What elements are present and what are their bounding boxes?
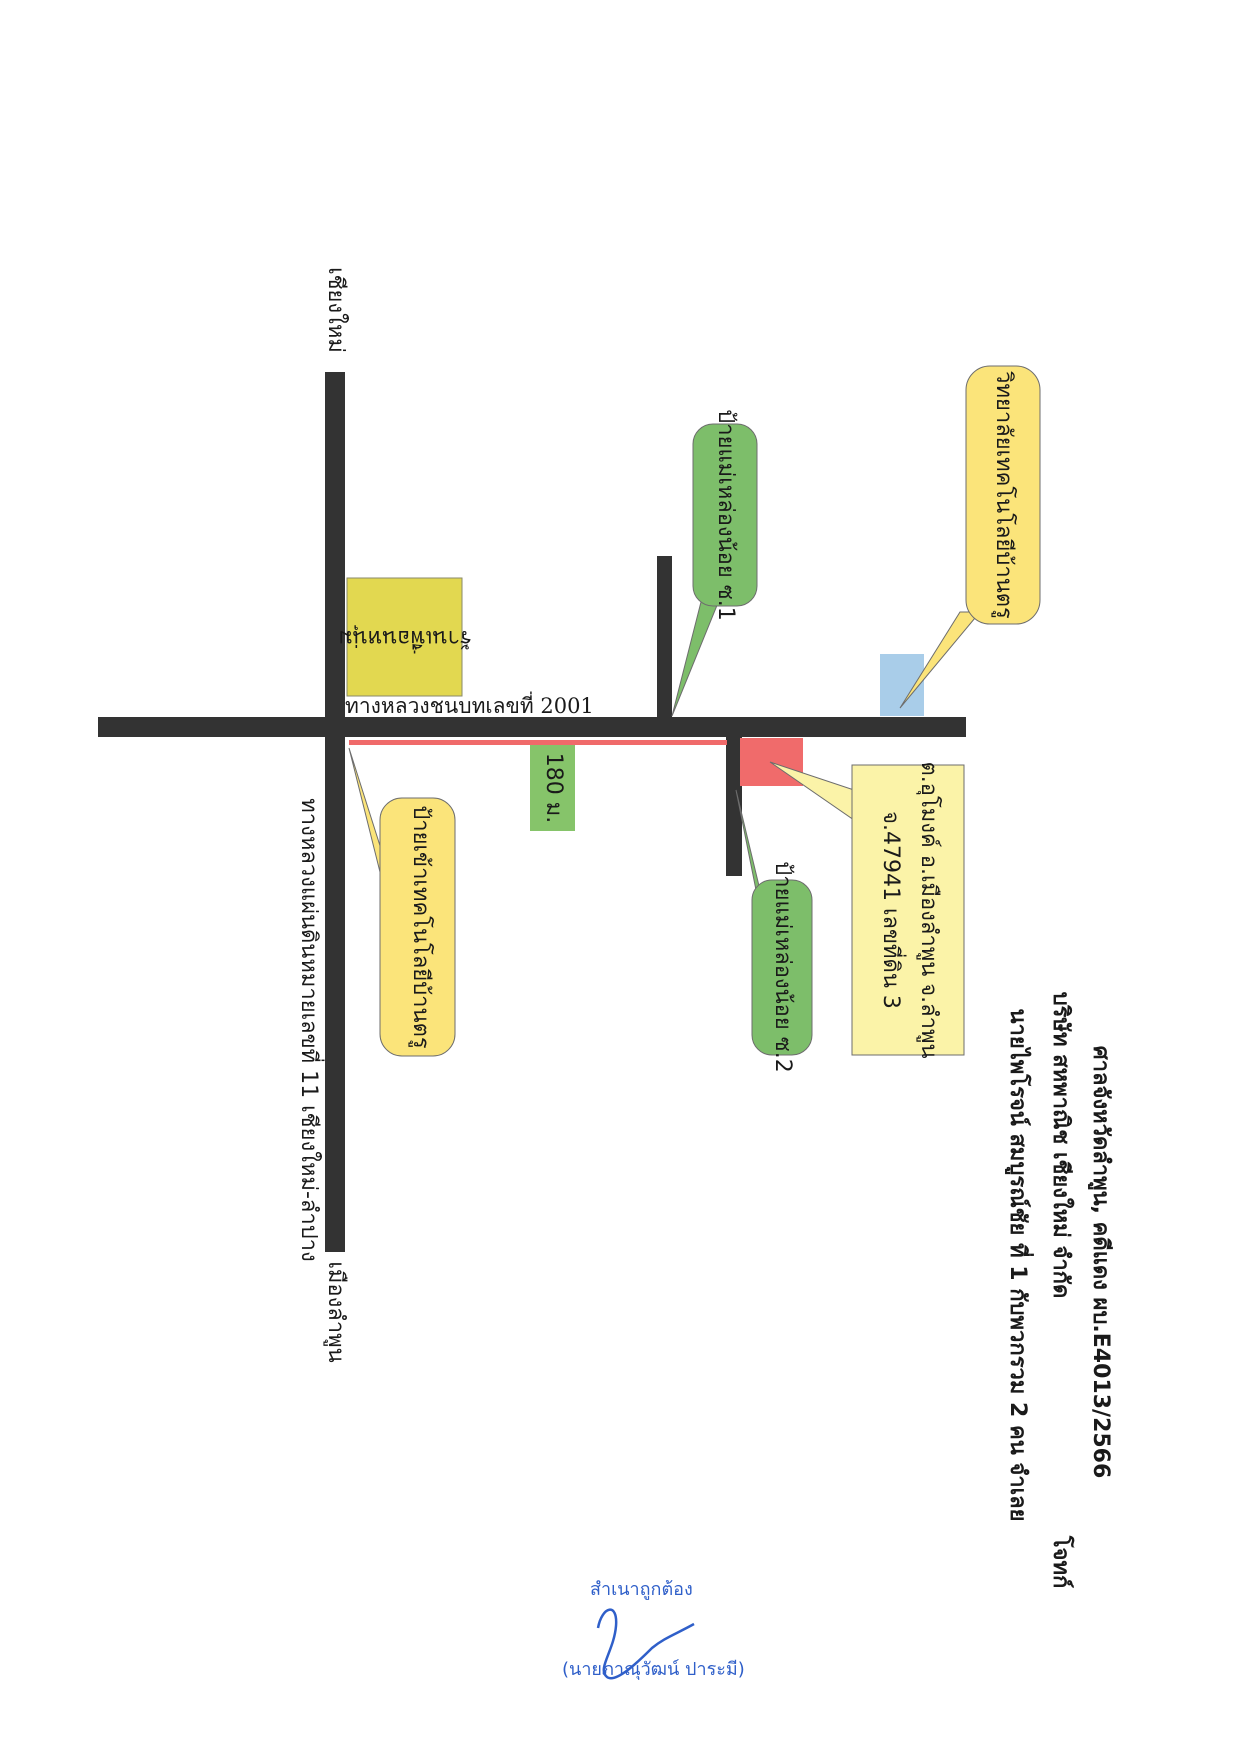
soi2-road bbox=[726, 736, 742, 876]
tech-sign-callout bbox=[379, 797, 456, 1057]
property-callout bbox=[851, 764, 965, 1056]
header-line3: นายไพโรจน์ สมบูรณ์ชัย ที่ 1 กับพวกรวม 2 … bbox=[1004, 1008, 1035, 1521]
distance-box bbox=[530, 745, 575, 831]
stamp-name-text: (นายภาณุวัฒน์ ปาระมี) bbox=[562, 1659, 745, 1680]
to-chiang-mai-label: เชียงใหม่ bbox=[323, 267, 349, 353]
property-line2: ต.อุโมงค์ อ.เมืองลำพูน จ.ลำพูน bbox=[916, 761, 942, 1058]
soi1-road bbox=[657, 556, 672, 718]
soi1-sign-pointer bbox=[671, 597, 721, 717]
highway-11-label: ทางหลวงแผ่นดินหมายเลขที่ 11 เชียงใหม่-ลำ… bbox=[296, 798, 325, 1262]
property-line1: จ.47941 เลขที่ดิน 3 bbox=[878, 811, 907, 1009]
soi2-sign-label: ป้ายแม่เหล่องน้อย ซ.2 bbox=[770, 861, 795, 1072]
tech-sign-label: ป้ายเข้าเทคโนโลยีบ้านตรู bbox=[408, 805, 434, 1049]
header-line1: ศาลจังหวัดลำพูน, คดีแดง ผบ.E4013/2566 bbox=[1087, 1046, 1113, 1479]
highway-11-road bbox=[325, 372, 345, 1252]
distance-route-line bbox=[349, 740, 727, 745]
signature bbox=[596, 1608, 695, 1680]
header-line2: บริษัท สหพาณิช เชียงใหม่ จำกัด bbox=[1048, 992, 1075, 1299]
restaurant-box bbox=[346, 577, 463, 697]
soi2-sign-callout bbox=[751, 879, 813, 1056]
soi1-sign-label: ป้ายแม่เหล่องน้อย ซ.1 bbox=[713, 409, 738, 620]
property-pointer bbox=[769, 761, 855, 821]
stamp-certify-text: สำเนาถูกต้อง bbox=[590, 1579, 693, 1600]
rural-road-label: ทางหลวงชนบทเลขที่ 2001 bbox=[345, 691, 594, 718]
restaurant-label: ร้านเพื่อนหนุ่ม bbox=[338, 625, 472, 654]
college-sign-label: วิทยาลัยเทคโนโลยีบ้านตรู bbox=[991, 370, 1017, 619]
rural-road-2001 bbox=[98, 717, 966, 737]
to-mueang-lamphun-label: เมืองลำพูน bbox=[323, 1261, 348, 1362]
header-line2-right: โจทก์ bbox=[1048, 1535, 1075, 1589]
distance-label: 180 ม. bbox=[541, 753, 566, 823]
college-sign-callout bbox=[965, 365, 1041, 625]
soi1-sign-callout bbox=[692, 423, 758, 607]
tech-sign-pointer bbox=[348, 747, 383, 881]
